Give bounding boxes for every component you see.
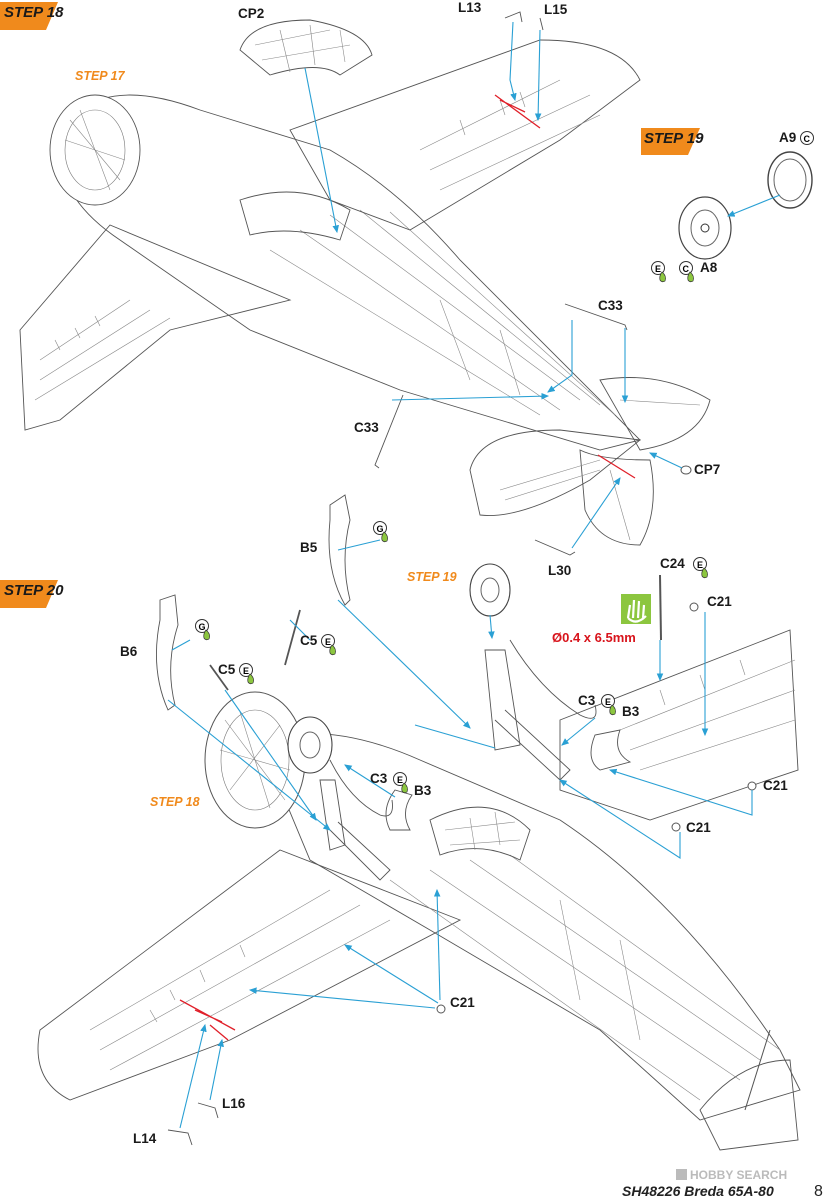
- step20-header: STEP 20: [0, 580, 64, 608]
- glue-mark-e-c5-b: E: [239, 663, 255, 685]
- glue-mark-c-a9: C: [800, 131, 814, 145]
- svg-text:E: E: [325, 637, 331, 647]
- svg-text:E: E: [655, 264, 661, 274]
- svg-text:STEP 20: STEP 20: [4, 582, 64, 599]
- glue-mark-e-c24: E: [693, 557, 709, 579]
- label-c3-left: C3: [370, 771, 388, 786]
- label-c21-right: C21: [763, 778, 788, 793]
- glue-mark-e-c5-a: E: [321, 634, 337, 656]
- ref-step18: STEP 18: [150, 795, 200, 809]
- label-a8: A8: [700, 260, 718, 275]
- part-l30-drawing: [534, 539, 576, 556]
- svg-text:C: C: [804, 134, 811, 144]
- glue-mark-e-a8: E: [651, 261, 667, 283]
- assembly-arrows: [167, 21, 781, 1129]
- label-b3-right: B3: [622, 704, 640, 719]
- part-l14-drawing: [167, 1129, 193, 1146]
- label-c3-right: C3: [578, 693, 596, 708]
- step20-aircraft-drawing: [37, 629, 801, 1151]
- part-b5-drawing: [328, 494, 351, 606]
- svg-text:C: C: [683, 264, 690, 274]
- part-c5-rod-a: [284, 609, 301, 666]
- label-b5: B5: [300, 540, 318, 555]
- svg-text:E: E: [697, 560, 703, 570]
- svg-text:STEP 19: STEP 19: [644, 130, 704, 147]
- label-a9: A9: [779, 130, 796, 145]
- part-b6-drawing: [156, 594, 179, 711]
- step19-wheel-ref-drawing: [469, 563, 511, 617]
- part-c3-hose-a: [509, 639, 597, 719]
- label-l14: L14: [133, 1131, 157, 1146]
- hand-caution-icon: [621, 594, 651, 624]
- label-c21-bottom: C21: [450, 995, 475, 1010]
- canopy-part-cp2: [239, 19, 373, 76]
- svg-text:STEP 18: STEP 18: [4, 4, 64, 21]
- label-c21-mid: C21: [686, 820, 711, 835]
- label-b6: B6: [120, 644, 138, 659]
- glue-mark-e-c3-right: E: [601, 694, 617, 716]
- part-l16-drawing: [197, 1102, 219, 1119]
- label-l15: L15: [544, 2, 568, 17]
- label-c5-b: C5: [218, 662, 236, 677]
- label-c33-left: C33: [354, 420, 379, 435]
- footer-product-code: SH48226 Breda 65A-80: [622, 1183, 774, 1199]
- label-l16: L16: [222, 1096, 246, 1111]
- step19-header: STEP 19: [641, 128, 704, 155]
- part-c3-hose-b: [329, 759, 393, 817]
- part-l13-l15-drawing: [504, 11, 544, 31]
- glue-mark-e-c3-left: E: [393, 772, 409, 794]
- step19-wheel-drawing: [678, 151, 813, 260]
- label-c21-top: C21: [707, 594, 732, 609]
- label-c33-top: C33: [598, 298, 623, 313]
- label-cp7: CP7: [694, 462, 720, 477]
- svg-text:E: E: [605, 697, 611, 707]
- svg-text:E: E: [397, 775, 403, 785]
- svg-text:G: G: [199, 622, 206, 632]
- part-cp7-drawing: [680, 465, 692, 475]
- step18-header: STEP 18: [0, 2, 64, 30]
- label-cp2: CP2: [238, 6, 264, 21]
- step18-aircraft-drawing: [19, 39, 711, 546]
- page-number: 8: [814, 1183, 823, 1200]
- part-c33-drawing: [374, 303, 628, 469]
- label-c24: C24: [660, 556, 685, 571]
- label-l30: L30: [548, 563, 571, 578]
- c21-clips: [436, 602, 757, 1014]
- watermark: HOBBY SEARCH: [676, 1168, 787, 1182]
- glue-mark-g-b6: G: [195, 619, 211, 641]
- svg-text:G: G: [377, 524, 384, 534]
- glue-mark-c-a8: C: [679, 261, 695, 283]
- part-c24-drawing: [659, 574, 662, 641]
- svg-text:E: E: [243, 666, 249, 676]
- wire-size-note: Ø0.4 x 6.5mm: [552, 630, 636, 645]
- label-l13: L13: [458, 0, 482, 15]
- part-c5-rod-b: [209, 664, 229, 691]
- label-c5-a: C5: [300, 633, 318, 648]
- label-b3-left: B3: [414, 783, 432, 798]
- ref-step17: STEP 17: [75, 69, 126, 83]
- svg-text:HOBBY SEARCH: HOBBY SEARCH: [690, 1168, 787, 1182]
- glue-mark-g-b5: G: [373, 521, 389, 543]
- ref-step19: STEP 19: [407, 570, 457, 584]
